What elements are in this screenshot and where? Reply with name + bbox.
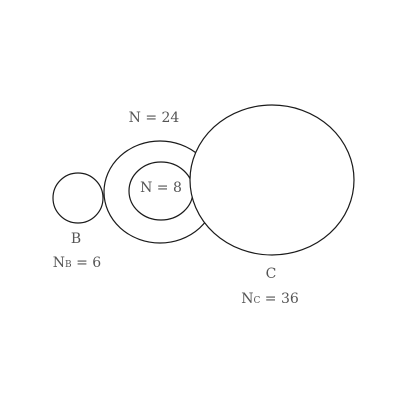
circle-c [189,104,355,256]
circle-c-name: C [266,266,277,282]
circle-b-name: B [71,231,81,247]
circle-b [52,172,104,224]
middle-inner-label: N = 8 [140,180,182,196]
middle-outer-label: N = 24 [129,110,180,126]
circle-b-count: NB = 6 [53,255,102,271]
circle-c-count: NC = 36 [241,291,299,307]
